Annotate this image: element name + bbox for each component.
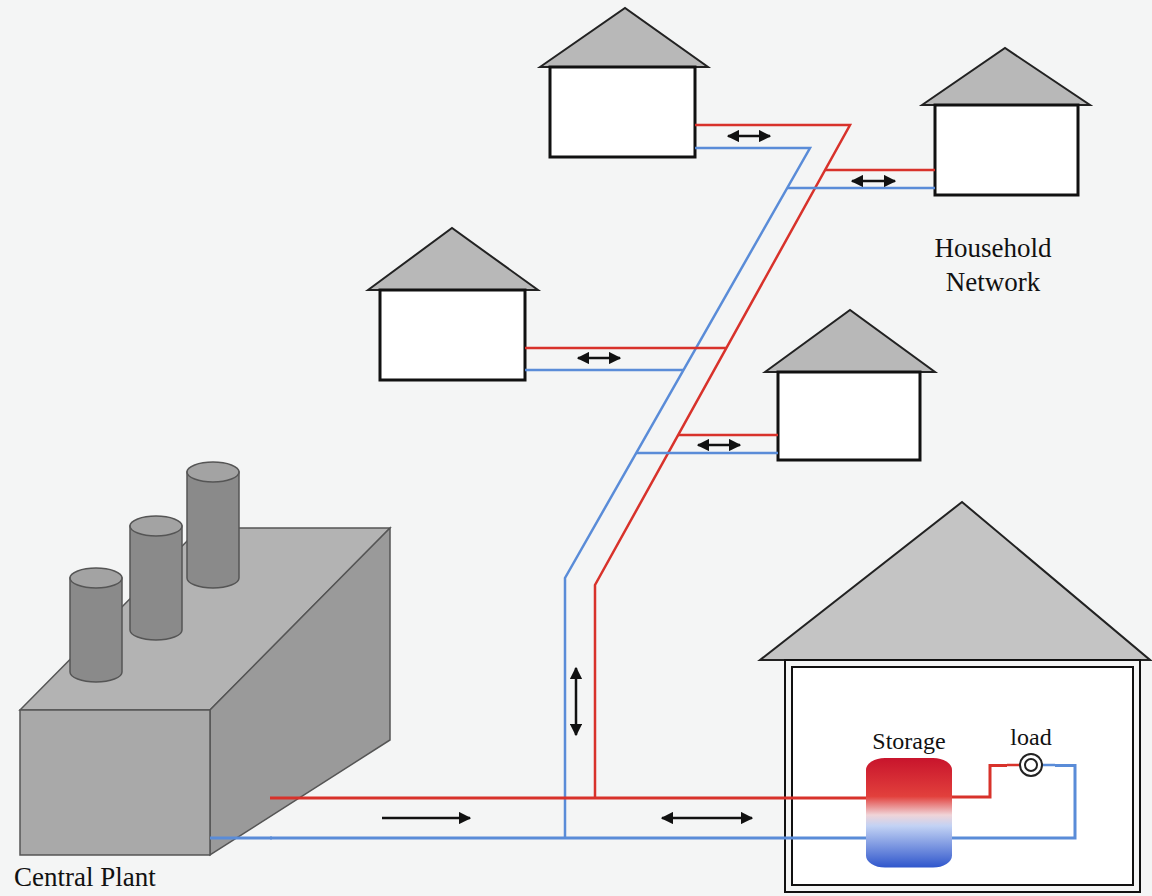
node-label: load <box>1010 724 1051 750</box>
return-branch <box>636 452 778 455</box>
storage-tank: Storage <box>866 728 952 870</box>
house <box>935 105 1078 195</box>
return-stub <box>1042 764 1055 767</box>
house-roof <box>922 48 1090 105</box>
flow-arrow <box>578 357 620 360</box>
chimney-top <box>187 462 239 482</box>
region-label: Household Network <box>898 232 1088 300</box>
load-ring <box>1025 759 1037 771</box>
chimney <box>130 526 182 640</box>
house <box>380 290 525 380</box>
chimney-top <box>70 568 122 588</box>
supply-branch <box>678 434 778 437</box>
pipe-connector <box>270 797 866 800</box>
plant-front <box>20 710 210 855</box>
load-symbol <box>1007 750 1055 780</box>
chimney-top <box>130 516 182 536</box>
storage-tank-body <box>866 758 952 868</box>
load: load <box>1007 724 1055 780</box>
flow-arrow <box>662 817 752 820</box>
house-roof <box>765 310 935 372</box>
chimney <box>70 578 122 682</box>
pipe-connector <box>270 765 1075 838</box>
house-wall <box>785 660 1140 892</box>
return-main <box>565 148 810 838</box>
house-wall <box>792 667 1133 885</box>
flow-arrow <box>575 668 578 735</box>
chimney <box>187 472 239 588</box>
house-roof <box>760 502 1150 660</box>
flow-arrow <box>698 444 740 447</box>
house-roof <box>368 228 538 290</box>
node-label: Storage <box>872 728 945 754</box>
return-branch <box>787 187 935 190</box>
supply-main <box>595 125 850 798</box>
central-plant: Central Plant <box>14 455 270 893</box>
supply-branch <box>525 347 726 350</box>
flow-arrow <box>382 817 470 820</box>
return-pipe-stub <box>210 837 272 840</box>
node-label: Central Plant <box>14 863 156 893</box>
pipe-connector <box>952 765 1007 797</box>
storage-tank-shape <box>866 754 952 870</box>
house <box>778 372 920 460</box>
house <box>550 67 695 157</box>
supply-branch <box>825 169 935 172</box>
load-ring <box>1020 754 1042 776</box>
house-roof <box>540 8 708 67</box>
flow-arrow <box>728 135 770 138</box>
return-branch <box>525 369 683 372</box>
supply-stub <box>1007 764 1020 767</box>
flow-arrow <box>852 180 895 183</box>
